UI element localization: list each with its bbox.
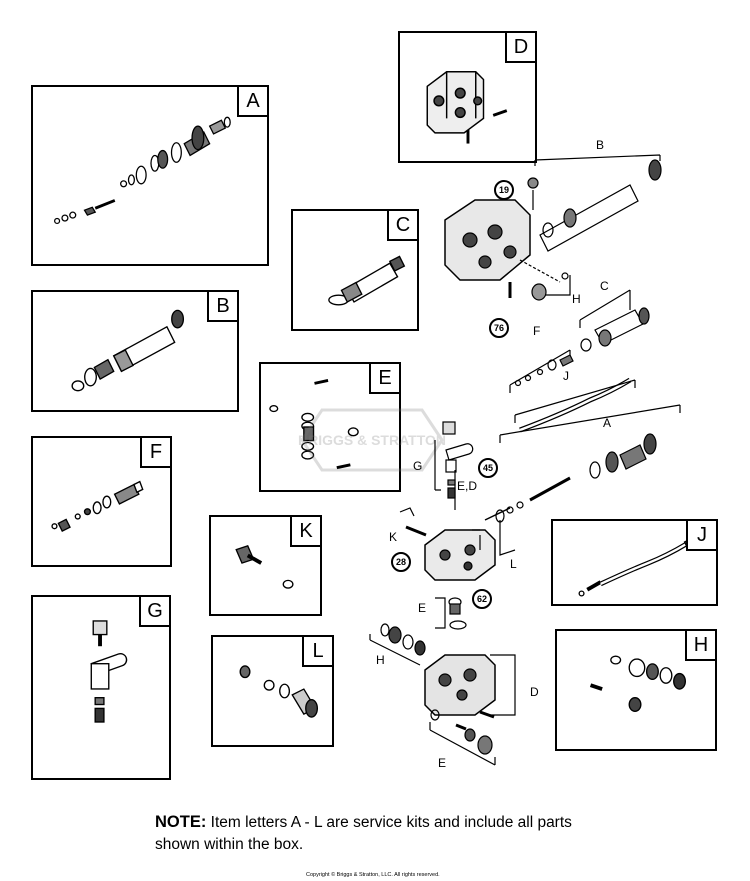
diagram-label-h-left: H: [376, 653, 385, 667]
kit-tag-g: G: [139, 595, 171, 627]
note-heading: NOTE:: [155, 813, 207, 831]
diagram-label-e-d: E,D: [457, 479, 478, 493]
diagram-label-f: F: [533, 324, 541, 338]
diagram-label-h-upper: H: [572, 292, 581, 306]
kit-box-c: C: [291, 209, 419, 331]
diagram-label-k: K: [389, 530, 398, 544]
kit-box-g: G: [31, 595, 171, 780]
diagram-label-l: L: [510, 557, 517, 571]
kit-l-parts-drawing: [239, 665, 319, 718]
kit-box-h: H: [555, 629, 717, 751]
kit-tag-f: F: [140, 436, 172, 468]
kit-box-f: F: [31, 436, 172, 567]
service-kit-note: NOTE: Item letters A - L are service kit…: [155, 811, 595, 856]
kit-tag-a: A: [237, 85, 269, 117]
copyright-text: Copyright © Briggs & Stratton, LLC. All …: [306, 872, 440, 878]
watermark-text: BRIGGS & STRATTON: [298, 432, 446, 448]
callout-19: 19: [494, 180, 514, 200]
kit-box-l: L: [211, 635, 334, 747]
callout-62: 62: [472, 589, 492, 609]
kit-box-d: D: [398, 31, 537, 163]
kit-tag-e: E: [369, 362, 401, 394]
kit-box-k: K: [209, 515, 322, 616]
kit-tag-d: D: [505, 31, 537, 63]
kit-box-a: A: [31, 85, 269, 266]
pump-head-upper: [444, 199, 531, 281]
kit-h-parts-drawing: [589, 655, 687, 712]
diagram-label-a: A: [603, 416, 612, 430]
diagram-label-c: C: [600, 279, 609, 293]
kit-tag-h: H: [685, 629, 717, 661]
kit-box-j: J: [551, 519, 718, 606]
kit-d-parts-drawing: [426, 71, 508, 144]
kit-e-parts-drawing: [269, 379, 359, 470]
diagram-label-e-upper: E: [418, 601, 427, 615]
kit-box-e: E: [259, 362, 401, 492]
kit-a-parts-drawing: [54, 116, 231, 225]
diagram-label-d-right: D: [530, 685, 539, 699]
briggs-stratton-watermark: BRIGGS & STRATTON: [298, 408, 446, 472]
diagram-label-b: B: [596, 138, 605, 152]
kit-tag-k: K: [290, 515, 322, 547]
callout-28: 28: [391, 552, 411, 572]
kit-f-parts-drawing: [51, 480, 144, 532]
kit-tag-b: B: [207, 290, 239, 322]
diagram-label-j: J: [563, 369, 569, 383]
kit-tag-j: J: [686, 519, 718, 551]
kit-g-parts-drawing: [90, 620, 128, 723]
kit-k-parts-drawing: [235, 544, 294, 589]
callout-45: 45: [478, 458, 498, 478]
kit-b-parts-drawing: [71, 309, 185, 392]
kit-tag-c: C: [387, 209, 419, 241]
diagram-label-e-lower: E: [438, 756, 447, 770]
callout-76: 76: [489, 318, 509, 338]
diagram-label-g: G: [413, 459, 423, 473]
kit-box-b: B: [31, 290, 239, 412]
kit-tag-l: L: [302, 635, 334, 667]
note-body: Item letters A - L are service kits and …: [155, 814, 572, 853]
kit-c-parts-drawing: [328, 255, 406, 306]
